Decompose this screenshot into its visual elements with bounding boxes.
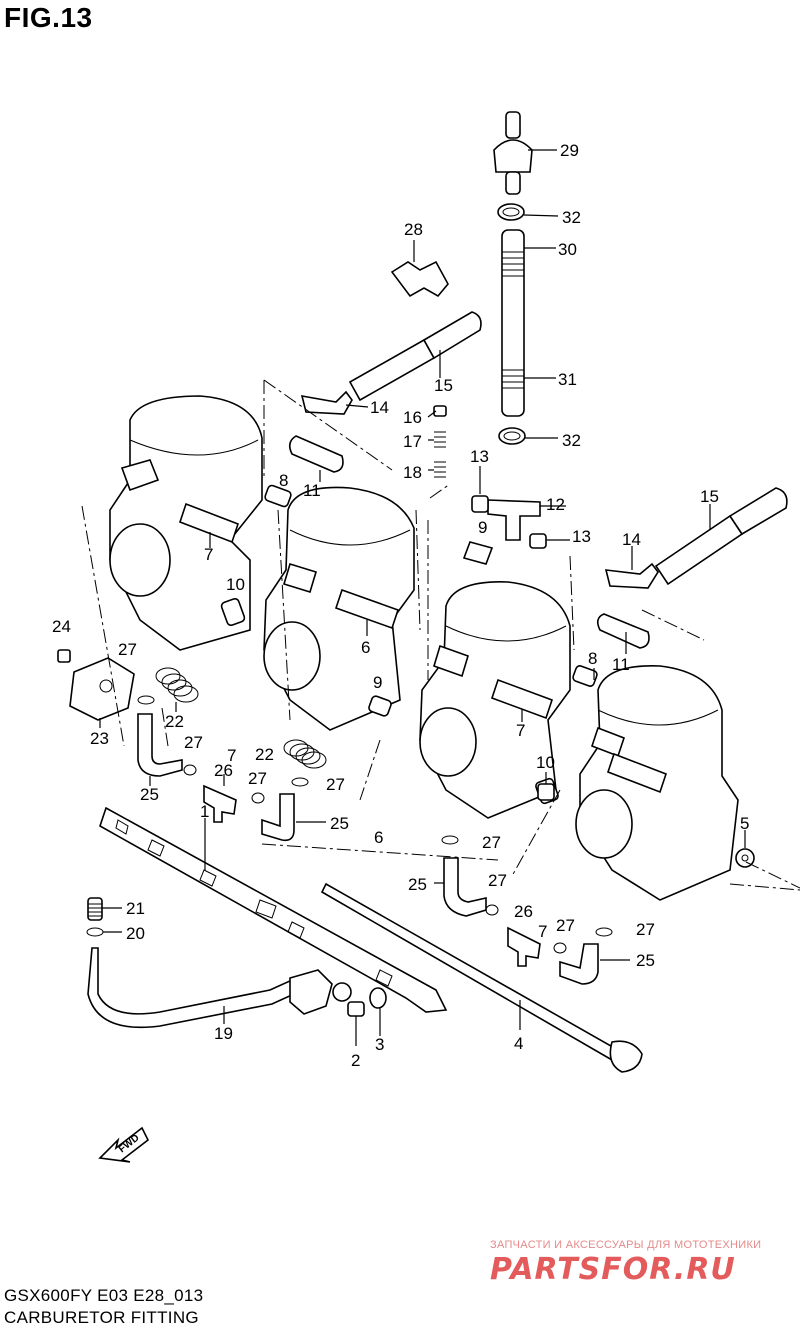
carburetor-1 xyxy=(109,395,292,651)
vent-hose-25-right xyxy=(559,943,630,985)
callout-18: 18 xyxy=(403,463,422,482)
spring-22-left xyxy=(155,667,199,712)
callout-25-lower: 25 xyxy=(408,875,427,894)
vent-hose-25-left xyxy=(137,713,183,786)
callout-3: 3 xyxy=(375,1035,384,1054)
callout-7-mid: 7 xyxy=(516,721,525,740)
callout-27-f: 27 xyxy=(488,871,507,890)
t-joint-top-left xyxy=(300,390,369,415)
jet-10-right xyxy=(537,772,555,801)
t-joint-mid-right xyxy=(604,546,659,589)
carburetor-2 xyxy=(263,435,415,731)
carburetor-3 xyxy=(419,541,571,819)
throttle-sensor xyxy=(57,649,135,728)
callout-15-right: 15 xyxy=(700,487,719,506)
callout-labels: 29 32 30 28 15 31 14 16 17 32 18 13 12 8… xyxy=(52,141,749,1070)
callout-25-left: 25 xyxy=(140,785,159,804)
callout-29: 29 xyxy=(560,141,579,160)
model-code: GSX600FY E03 E28_013 xyxy=(4,1286,204,1305)
watermark-tagline: ЗАПЧАСТИ И АКСЕССУАРЫ ДЛЯ МОТОТЕХНИКИ xyxy=(490,1239,762,1251)
callout-12: 12 xyxy=(546,495,565,514)
fitting-26-right xyxy=(507,926,541,967)
callout-8-right: 8 xyxy=(588,649,597,668)
vent-hose-25-mid xyxy=(261,793,326,842)
callout-27-h: 27 xyxy=(636,920,655,939)
callout-13-lower: 13 xyxy=(572,527,591,546)
mounting-bracket xyxy=(99,806,448,1013)
clips-27 xyxy=(137,695,613,954)
callout-7-lower: 7 xyxy=(538,922,547,941)
washer-3 xyxy=(369,987,387,1036)
callout-9-lower: 9 xyxy=(373,673,382,692)
callout-11-left: 11 xyxy=(303,481,321,500)
callout-14-right: 14 xyxy=(622,530,641,549)
callout-4: 4 xyxy=(514,1034,523,1053)
callout-24: 24 xyxy=(52,617,71,636)
fitting-26-left xyxy=(203,774,237,823)
throttle-shaft xyxy=(320,882,643,1073)
callout-2: 2 xyxy=(351,1051,360,1070)
callout-26-right: 26 xyxy=(514,902,533,921)
callout-27-d: 27 xyxy=(326,775,345,794)
callout-8-left: 8 xyxy=(279,471,288,490)
callout-10-lower: 10 xyxy=(536,753,555,772)
watermark-logo: PARTSFOR.RU xyxy=(490,1252,736,1287)
callout-28: 28 xyxy=(404,220,423,239)
carburetor-4 xyxy=(572,613,739,901)
callout-6-lower: 6 xyxy=(374,828,383,847)
callout-27-g: 27 xyxy=(556,916,575,935)
callout-16: 16 xyxy=(403,408,422,427)
callout-22-left: 22 xyxy=(165,712,184,731)
callout-17: 17 xyxy=(403,432,422,451)
callout-11-right: 11 xyxy=(612,655,630,674)
callout-23: 23 xyxy=(90,729,109,748)
callout-27-b: 27 xyxy=(184,733,203,752)
hose-clamp-upper xyxy=(497,203,559,221)
callout-10-upper: 10 xyxy=(226,575,245,594)
fuel-hose-long xyxy=(501,229,556,417)
fwd-arrow-icon: FWD xyxy=(98,1126,150,1163)
callout-30: 30 xyxy=(558,240,577,259)
callout-9-upper: 9 xyxy=(478,518,487,537)
callout-7-upper: 7 xyxy=(204,545,213,564)
callout-22-mid: 22 xyxy=(255,745,274,764)
callout-21: 21 xyxy=(126,899,145,918)
spring-22-mid xyxy=(283,739,327,769)
figure-name: CARBURETOR FITTING xyxy=(4,1308,199,1327)
assembly-guide-lines xyxy=(81,379,800,891)
washer-5 xyxy=(735,830,755,868)
callout-27-a: 27 xyxy=(118,640,137,659)
idle-adjuster-cable xyxy=(86,897,352,1029)
fuel-hose-top-right xyxy=(654,487,788,586)
screw-stack xyxy=(427,405,447,478)
vent-hose-25-lower xyxy=(434,857,487,917)
callout-14-left: 14 xyxy=(370,398,389,417)
callout-13-upper: 13 xyxy=(470,447,489,466)
callout-27-e: 27 xyxy=(482,833,501,852)
callout-15-left: 15 xyxy=(434,376,453,395)
callout-25-right: 25 xyxy=(636,951,655,970)
t-joint-right xyxy=(471,466,570,549)
callout-20: 20 xyxy=(126,924,145,943)
figure-title: FIG.13 xyxy=(4,2,93,33)
bolt-2 xyxy=(347,1001,365,1046)
callout-32-upper: 32 xyxy=(562,208,581,227)
hose-holder-clip xyxy=(390,240,449,298)
callout-25-mid: 25 xyxy=(330,814,349,833)
hose-clamp-lower xyxy=(498,427,558,445)
callout-7-left-lower: 7 xyxy=(227,746,236,765)
fuel-hose-top-left xyxy=(348,311,482,402)
callout-31: 31 xyxy=(558,370,577,389)
callout-26-left: 26 xyxy=(214,761,233,780)
callout-6-upper: 6 xyxy=(361,638,370,657)
callout-32-lower: 32 xyxy=(562,431,581,450)
callout-1: 1 xyxy=(200,802,209,821)
callout-19: 19 xyxy=(214,1024,233,1043)
callout-27-c: 27 xyxy=(248,769,267,788)
fuel-filter xyxy=(493,111,557,195)
callout-5: 5 xyxy=(740,814,749,833)
